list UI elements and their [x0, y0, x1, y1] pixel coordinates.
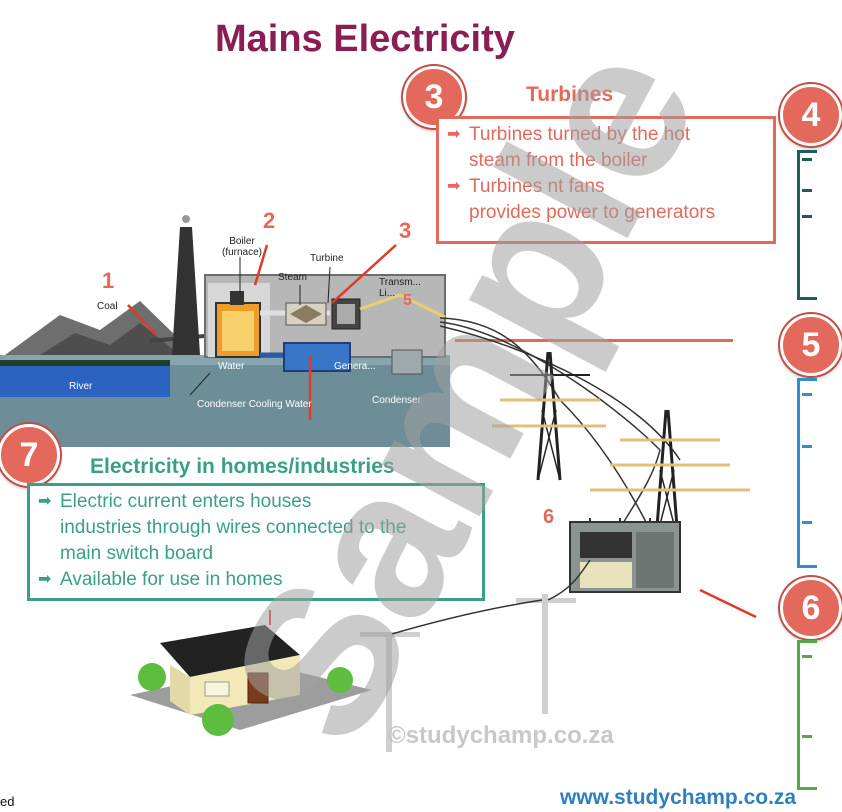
arrow-2	[253, 244, 269, 286]
step-4-box	[797, 150, 817, 300]
diagram-number-6: 6	[543, 506, 555, 528]
chimney	[172, 227, 200, 355]
turbines-line-3: Turbines	[469, 176, 548, 197]
turbines-bullet-1: ➡ Turbines turned by the hot steam from …	[447, 124, 691, 171]
step-7-circle: 7	[0, 424, 60, 486]
turbines-line-2: steam from the boiler	[469, 150, 648, 171]
label-water: Water	[218, 361, 245, 372]
step-5-connector-line	[455, 339, 733, 342]
house-door	[247, 672, 269, 704]
pylon-2	[590, 409, 750, 541]
distribution-diagram	[360, 317, 757, 752]
copyright-text: ©studychamp.co.za	[388, 722, 614, 749]
turbines-line-4: provides power to generators	[469, 202, 716, 223]
label-coal: Coal	[97, 301, 118, 312]
condenser-unit	[283, 342, 351, 372]
label-boiler: Boiler (furnace)	[222, 236, 263, 258]
label-steam: Steam	[278, 272, 307, 283]
step-3-circle: 3	[403, 66, 465, 128]
power-station-diagram	[0, 215, 450, 447]
label-condenser-cooling-water: Condenser Cooling Water	[197, 399, 312, 410]
river	[0, 363, 170, 397]
turbines-box: ➡ Turbines turned by the hot steam from …	[436, 116, 776, 244]
homes-line-2: industries through wires connected to th…	[60, 517, 407, 538]
step-5-circle: 5	[780, 314, 842, 376]
label-generator: Genera...	[334, 361, 376, 372]
turbines-line-1: Turbines turned by the hot	[469, 124, 691, 145]
homes-line-4: Available for use in homes	[60, 569, 283, 590]
step-5-box	[797, 378, 817, 568]
diagram-number-3: 3	[399, 218, 412, 243]
corner-text: ed	[0, 794, 15, 809]
distribution-poles	[360, 559, 591, 752]
turbines-heading: Turbines	[526, 83, 614, 106]
house-illustration	[130, 610, 372, 736]
homes-line-3: main switch board	[60, 543, 214, 564]
label-turbine: Turbine	[310, 253, 344, 264]
label-transmission: Transm... Li...	[379, 277, 421, 299]
house-wall	[190, 655, 300, 715]
arrow-3	[331, 244, 397, 304]
homes-box: ➡ Electric current enters houses industr…	[27, 483, 485, 601]
bush-right	[327, 667, 353, 693]
label-condenser: Condenser	[372, 395, 421, 406]
label-river: River	[69, 381, 93, 392]
homes-heading: Electricity in homes/industries	[90, 455, 395, 478]
step-4-circle: 4	[780, 84, 842, 146]
diagram-number-5: 5	[403, 292, 412, 309]
homes-bullet-1: ➡ Electric current enters houses industr…	[38, 491, 407, 564]
transformer-arrow	[699, 588, 757, 619]
pylon-1	[492, 351, 606, 481]
transformer	[569, 518, 681, 593]
bush-left	[138, 663, 166, 691]
step-6-circle: 6	[780, 577, 842, 639]
step-6-box	[797, 640, 817, 790]
diagram-number-1: 1	[102, 268, 115, 293]
arrow-1	[127, 304, 157, 336]
diagram-number-2: 2	[263, 208, 276, 233]
house-roof	[160, 625, 300, 677]
turbines-bullet-2: ➡ Turbines nt fans provides power to gen…	[447, 176, 716, 223]
turbines-line-3b: nt fans	[547, 176, 605, 197]
homes-bullet-2: ➡ Available for use in homes	[38, 567, 474, 593]
bush-front	[202, 704, 234, 736]
website-link[interactable]: www.studychamp.co.za	[560, 786, 797, 809]
homes-line-1: Electric current enters houses	[60, 491, 312, 512]
page-title: Mains Electricity	[215, 18, 515, 60]
